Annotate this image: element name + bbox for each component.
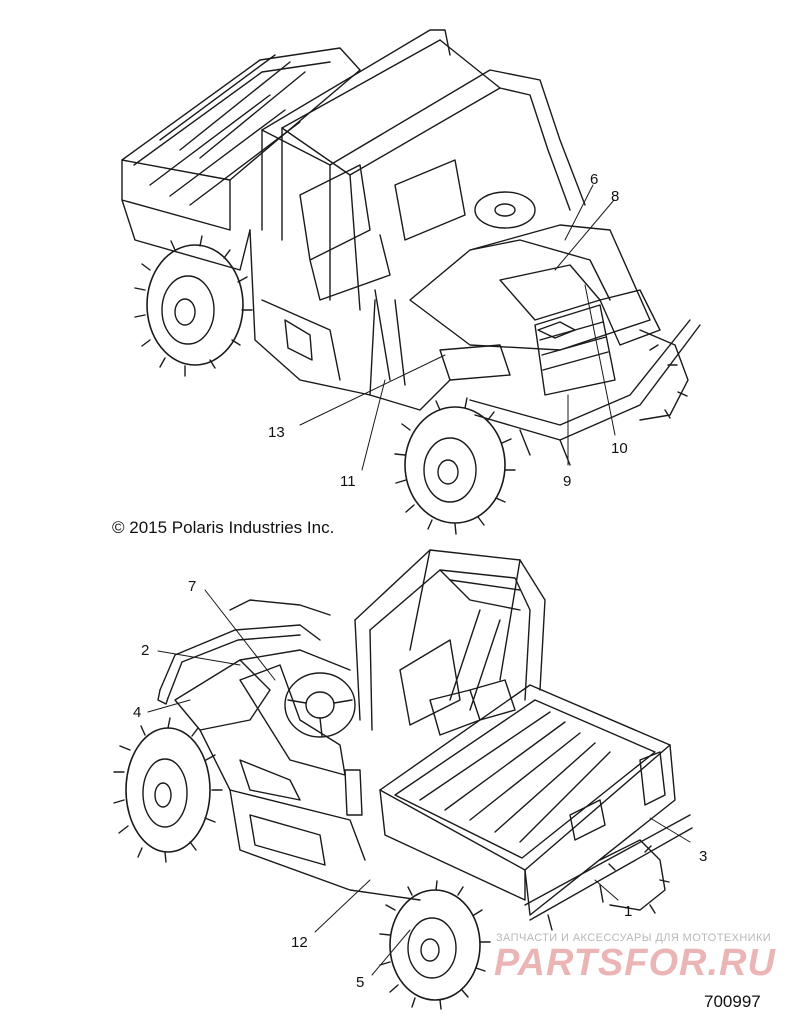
callout-13: 13 — [268, 424, 285, 441]
callout-6: 6 — [590, 171, 599, 188]
copyright-notice: © 2015 Polaris Industries Inc. — [112, 518, 335, 537]
watermark-subtitle: ЗАПЧАСТИ И АКСЕССУАРЫ ДЛЯ МОТОТЕХНИКИ — [496, 932, 772, 944]
callout-5: 5 — [356, 974, 365, 991]
callout-11: 11 — [340, 473, 356, 490]
callout-7: 7 — [188, 578, 197, 595]
callout-9: 9 — [563, 473, 572, 490]
diagram-part-number: 700997 — [704, 992, 761, 1011]
callout-1: 1 — [624, 903, 633, 920]
callout-12: 12 — [291, 934, 308, 951]
top-vehicle-illustration — [121, 29, 701, 535]
bottom-leader-lines — [147, 589, 691, 976]
callout-10: 10 — [611, 440, 628, 457]
callout-8: 8 — [611, 188, 620, 205]
callout-4: 4 — [133, 704, 142, 721]
top-leader-lines — [299, 184, 616, 471]
watermark-logo: PARTSFOR.RU — [494, 942, 776, 984]
bottom-vehicle-illustration — [113, 549, 693, 1010]
callout-3: 3 — [699, 848, 708, 865]
callout-2: 2 — [141, 642, 150, 659]
